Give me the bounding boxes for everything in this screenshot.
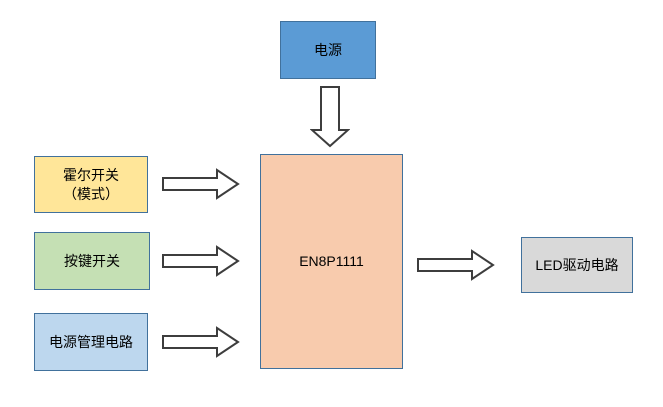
arrow-hall-to-mcu-icon xyxy=(162,168,240,200)
node-hall-switch-label-line1: 霍尔开关 xyxy=(63,166,119,183)
node-power: 电源 xyxy=(280,21,376,79)
arrow-button-to-mcu-icon xyxy=(162,245,240,277)
arrow-power-mgmt-to-mcu-icon xyxy=(162,326,240,358)
node-led-driver: LED驱动电路 xyxy=(521,237,633,293)
arrow-mcu-to-led-icon xyxy=(417,249,495,281)
arrow-power-to-mcu-icon xyxy=(310,86,350,148)
node-power-management: 电源管理电路 xyxy=(34,313,148,371)
node-hall-switch-label-line2: （模式） xyxy=(63,185,119,202)
node-mcu-en8p1111: EN8P1111 xyxy=(260,154,403,369)
node-button-switch-label: 按键开关 xyxy=(64,252,120,269)
node-led-driver-label: LED驱动电路 xyxy=(535,256,619,273)
node-power-management-label: 电源管理电路 xyxy=(49,333,133,350)
node-power-label: 电源 xyxy=(314,41,342,58)
node-button-switch: 按键开关 xyxy=(34,232,150,290)
node-hall-switch: 霍尔开关 （模式） xyxy=(34,156,148,213)
node-mcu-label: EN8P1111 xyxy=(299,253,364,269)
